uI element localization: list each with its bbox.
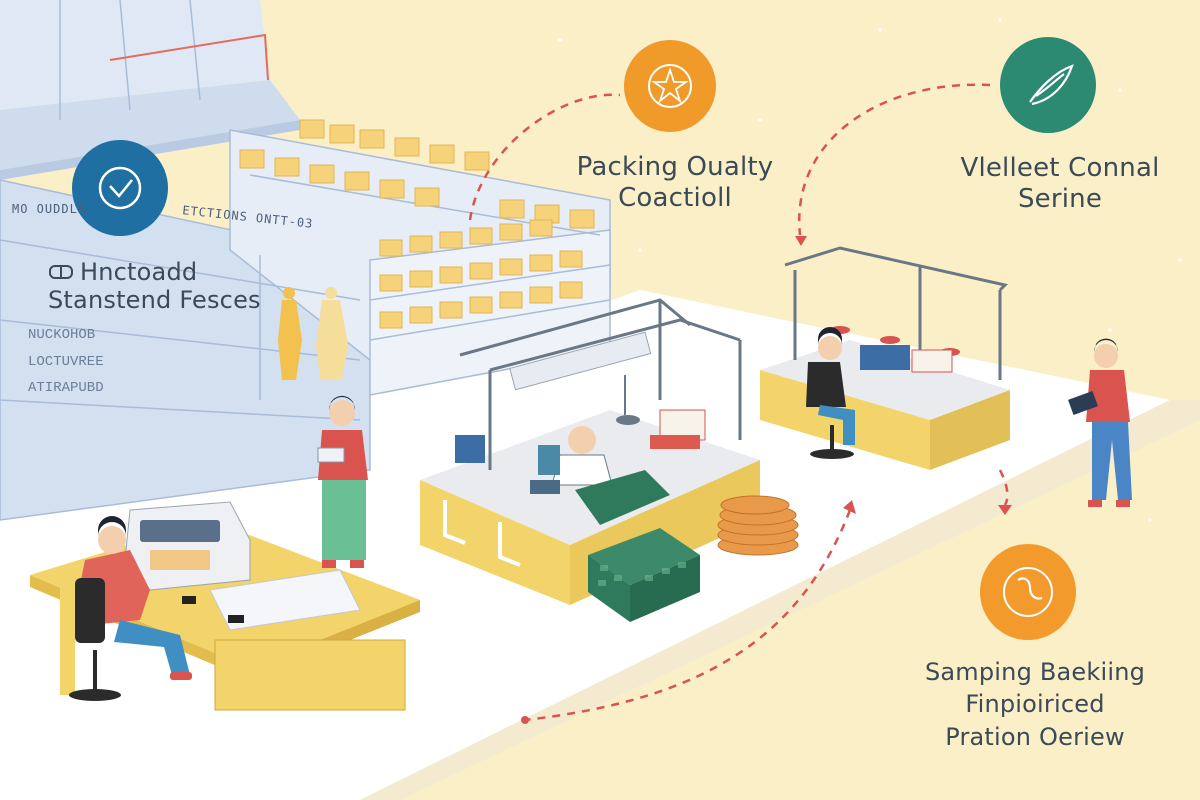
callout-standard-line-1: Hnctoadd (80, 258, 198, 286)
faint-text-line-1: NUCKOHOB (28, 327, 96, 343)
hook-icon (1017, 577, 1043, 600)
faint-text-line-2: LOCTUVREE (28, 353, 104, 370)
right-workstation (760, 246, 1010, 470)
callout-label-control: Vlelleet Connal Serine (945, 153, 1175, 214)
worker-standing-right (1068, 338, 1132, 507)
green-crate (588, 528, 700, 622)
floor-edge (360, 400, 1200, 800)
callout-label-standard: Hnctoadd Stanstend Fesces (48, 258, 261, 315)
building-sign-left: MO OUDDLR (12, 202, 87, 216)
process-path (468, 83, 1009, 722)
callout-circle-control (1000, 37, 1096, 133)
callout-label-packing: Packing Oualty Coactioll (570, 152, 780, 213)
callout-circle-standard (72, 140, 168, 236)
callout-circle-sampling (980, 544, 1076, 640)
callout-sampling-line-1: Samping Baekiing (924, 658, 1146, 686)
callout-circle-packing (624, 40, 716, 132)
checkmark-icon (109, 179, 133, 198)
worker-seated-left (69, 516, 192, 701)
goggles-icon (49, 265, 73, 280)
callout-sampling-line-3: Pration Oeriew (945, 722, 1125, 751)
star-icon (651, 67, 689, 104)
worker-standing-center (317, 395, 368, 568)
background-dots (558, 18, 1182, 522)
faint-text-line-3: ATIRAPUBD (28, 380, 104, 397)
callout-sampling-line-2: Finpioiriced (965, 690, 1105, 719)
callout-standard-line-2: Stanstend Fesces (48, 286, 261, 315)
building-faint-text: NUCKOHOB LOCTUVREE ATIRAPUBD (28, 322, 104, 402)
callout-label-sampling: Samping Baekiing Finpioiriced Pration Oe… (915, 656, 1155, 753)
callout-packing-line-2: Coactioll (618, 182, 732, 213)
path-arrows (521, 236, 1012, 724)
warehouse-building (0, 0, 611, 521)
callout-control-line-1: Vlelleet Connal (960, 153, 1160, 183)
disc-stack (717, 495, 799, 556)
callout-control-line-2: Serine (1017, 183, 1103, 214)
mannequins (278, 287, 348, 380)
callout-packing-line-1: Packing Oualty (576, 152, 774, 182)
leaf-icon (1029, 64, 1074, 106)
